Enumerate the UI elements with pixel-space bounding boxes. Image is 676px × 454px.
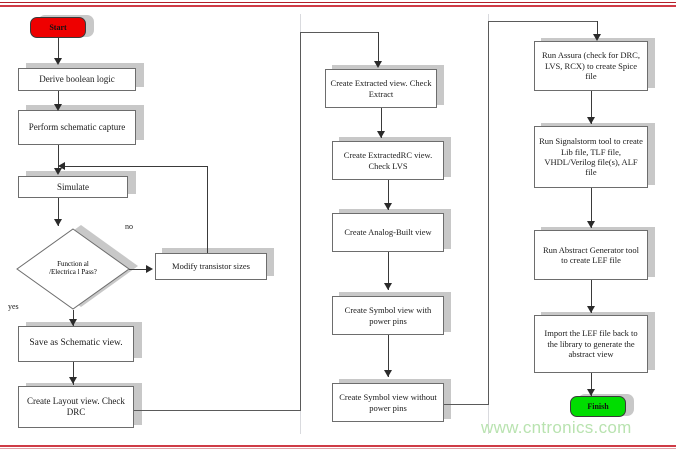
node-modify-transistor[interactable]: Modify transistor sizes [155,253,267,280]
create-symbol-without-label: Create Symbol view without power pins [339,392,437,413]
node-perform-schematic[interactable]: Perform schematic capture [18,110,136,145]
node-run-assura[interactable]: Run Assura (check for DRC, LVS, RCX) to … [534,41,648,91]
edge-schematic-to-simulate [58,145,59,173]
perform-schematic-label: Perform schematic capture [28,122,126,133]
edge-import-to-finish [591,373,592,396]
arrow-into-assura [593,34,601,41]
node-create-symbol-without[interactable]: Create Symbol view without power pins [332,383,444,422]
simulate-label: Simulate [57,181,89,192]
arrow-derive-to-schematic [54,104,62,111]
create-analog-built-label: Create Analog-Built view [344,227,432,238]
edge-symbol-without-to-assura [488,21,598,22]
edge-save-to-layout [73,362,74,385]
node-simulate[interactable]: Simulate [18,176,128,198]
create-layout-label: Create Layout view. Check DRC [27,396,125,417]
arrow-signalstorm-to-abstract [587,221,595,228]
modify-transistor-label: Modify transistor sizes [172,261,250,272]
arrow-symbol-with-to-without [384,370,392,377]
arrow-save-to-layout [69,377,77,384]
edge-symbol-without-right [444,404,489,405]
finish-label: Finish [587,402,609,411]
create-symbol-with-label: Create Symbol view with power pins [344,305,432,326]
run-assura-label: Run Assura (check for DRC, LVS, RCX) to … [542,50,640,82]
watermark: www.cntronics.com [481,418,632,437]
arrow-import-to-finish [587,389,595,396]
arrow-analog-to-symbol-with [384,283,392,290]
run-signalstorm-label: Run Signalstorm tool to create Lib file,… [539,136,643,178]
edge-simulate-to-decision [58,198,59,226]
node-create-extractedrc[interactable]: Create ExtractedRC view. Check LVS [332,141,444,180]
arrow-feedback-into-simulate [58,162,65,170]
edge-symbol-without-up [488,21,489,404]
derive-boolean-label: Derive boolean logic [39,74,115,85]
save-schematic-label: Save as Schematic view. [29,338,123,349]
arrow-assura-to-signalstorm [587,117,595,124]
node-save-schematic[interactable]: Save as Schematic view. [18,326,134,362]
edge-analog-to-symbol-with [388,252,389,290]
bottom-rule-line-1 [0,445,676,447]
edge-label-no: no [125,222,133,231]
arrow-start-to-derive [54,58,62,65]
node-derive-boolean[interactable]: Derive boolean logic [18,68,136,91]
arrow-schematic-to-simulate [54,168,62,175]
arrow-simulate-to-decision [54,219,62,226]
edge-decision-no [129,269,151,270]
create-extracted-label: Create Extracted view. Check Extract [330,78,432,99]
edge-modify-up [207,166,208,253]
edge-layout-to-extracted [300,32,379,33]
node-run-signalstorm[interactable]: Run Signalstorm tool to create Lib file,… [534,126,648,188]
top-rule-line-2 [0,5,676,7]
edge-layout-up [300,32,301,410]
node-import-lef[interactable]: Import the LEF file back to the library … [534,315,648,373]
node-create-extracted[interactable]: Create Extracted view. Check Extract [325,69,437,108]
import-lef-label: Import the LEF file back to the library … [544,328,638,360]
edge-into-extracted [378,32,379,66]
node-create-layout[interactable]: Create Layout view. Check DRC [18,386,134,428]
edge-into-assura [597,21,598,39]
arrow-extractedrc-to-analog [384,203,392,210]
arrow-abstract-to-import [587,306,595,313]
finish-terminator[interactable]: Finish [570,396,626,417]
edge-abstract-to-import [591,280,592,313]
run-abstract-label: Run Abstract Generator tool to create LE… [542,244,640,265]
top-rule-line-1 [0,2,676,3]
node-decision[interactable]: Function al /Electrica l Pass? [16,228,130,310]
edge-extracted-to-extractedrc [381,108,382,138]
arrow-decision-no [146,265,153,273]
node-create-analog-built[interactable]: Create Analog-Built view [332,213,444,252]
edge-extractedrc-to-analog [388,180,389,210]
arrow-decision-yes [69,319,77,326]
edge-derive-to-schematic [58,91,59,108]
edge-signalstorm-to-abstract [591,188,592,228]
arrow-into-extracted [374,61,382,68]
edge-layout-right [134,410,301,411]
create-extractedrc-label: Create ExtractedRC view. Check LVS [343,150,433,171]
edge-symbol-with-to-without [388,335,389,377]
edge-assura-to-signalstorm [591,91,592,124]
bottom-rule-line-2 [0,448,676,449]
start-terminator[interactable]: Start [30,17,86,38]
start-label: Start [49,23,67,32]
edge-start-to-derive [58,38,59,63]
edge-label-yes: yes [8,302,19,311]
edge-modify-to-simulate [64,166,208,167]
arrow-extracted-to-extractedrc [377,131,385,138]
node-run-abstract[interactable]: Run Abstract Generator tool to create LE… [534,230,648,280]
node-create-symbol-with[interactable]: Create Symbol view with power pins [332,296,444,335]
